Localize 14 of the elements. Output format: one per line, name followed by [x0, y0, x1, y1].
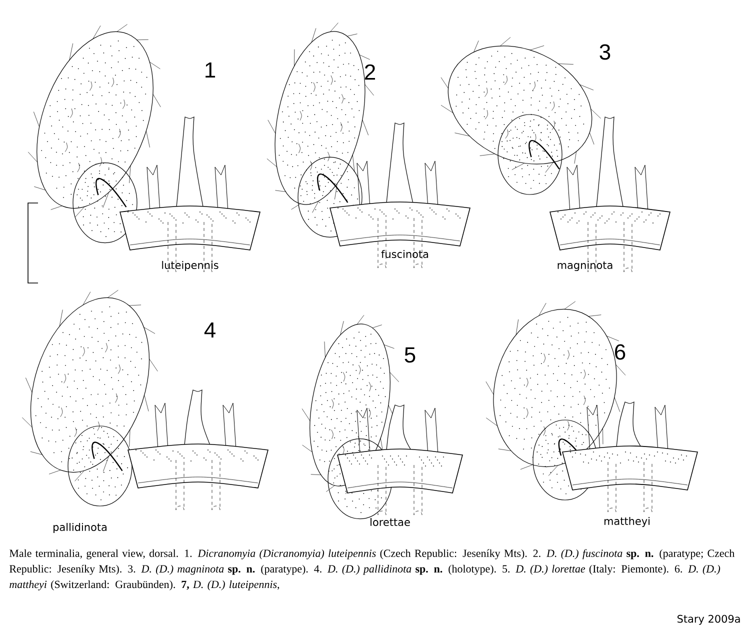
- species-name: pallidinota: [54, 522, 106, 534]
- figure-number: 5: [404, 347, 416, 363]
- figure-number: 2: [365, 64, 375, 80]
- species-name: luteipennis: [162, 260, 218, 272]
- figure-number: 1: [206, 62, 216, 78]
- figure-number: 3: [600, 44, 610, 60]
- species-name: mattheyi: [604, 516, 650, 528]
- species-name: lorettae: [370, 518, 410, 526]
- species-name: magninota: [558, 260, 612, 272]
- figure-number: 6: [615, 344, 626, 360]
- species-name: fuscinota: [381, 250, 428, 258]
- source-credit: Stary 2009a: [678, 614, 740, 625]
- figure-number: 4: [204, 322, 216, 338]
- caption: Male terminalia, general view, dorsal. 1. Dicranomyia (Dicranomyia) luteipennis (Czech Republic: Jeseníky Mts). 2. D. (D.) fuscinota sp. n. (paratype; Czech Republic: Jeseníky Mts). 3. D. (D.) magninota sp. n. (paratype). 4. D. (D.) pallidinota sp. n. (holotype). 5. D. (D.) lorettae (Italy: Piemonte). 6. D. (D.) mattheyi (Switzerland: Graubünden). 7, D. (D.) luteipennis,: [10, 549, 734, 590]
